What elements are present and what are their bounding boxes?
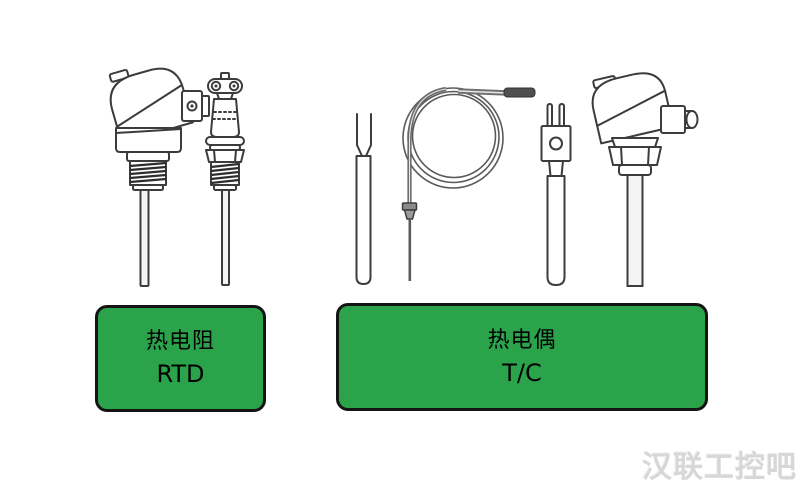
tc-label-chinese: 热电偶 bbox=[487, 327, 557, 353]
tc-connection-head-icon bbox=[591, 72, 699, 287]
tc-plug-probe-icon bbox=[540, 103, 572, 286]
tc-coiled-capillary-icon bbox=[401, 86, 536, 281]
rtd-plug-style-icon bbox=[205, 72, 245, 286]
tc-label-abbrev: T/C bbox=[502, 358, 542, 387]
rtd-label-chinese: 热电阻 bbox=[145, 329, 215, 354]
rtd-connection-head-icon bbox=[108, 67, 210, 287]
rtd-label-box: 热电阻 RTD bbox=[95, 305, 266, 412]
watermark-text: 汉联工控吧 bbox=[642, 450, 797, 485]
tc-label-box: 热电偶 T/C bbox=[336, 303, 708, 411]
rtd-label-abbrev: RTD bbox=[156, 360, 205, 388]
tc-bare-element-icon bbox=[355, 113, 372, 285]
